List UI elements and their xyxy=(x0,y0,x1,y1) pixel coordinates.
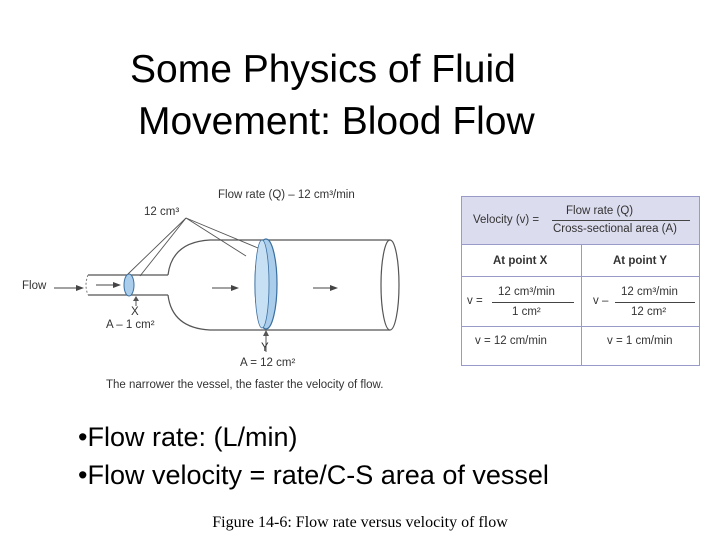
row-divider-1 xyxy=(462,276,699,277)
vessel-drawing xyxy=(54,217,400,352)
title-line-2: Movement: Blood Flow xyxy=(138,100,535,143)
point-x-label: X xyxy=(131,306,139,318)
y-numerator: 12 cm³/min xyxy=(621,286,678,298)
x-velocity-result: v = 12 cm/min xyxy=(475,335,547,347)
velocity-lhs: Velocity (v) = xyxy=(473,214,540,226)
vessel-diagram: Flow rate (Q) – 12 cm³/min 12 cm³ Flow X… xyxy=(0,180,460,400)
x-denominator: 1 cm² xyxy=(512,306,541,318)
area-x-label: A – 1 cm² xyxy=(106,319,155,331)
x-v-equals: v = xyxy=(467,295,483,307)
title-line-1: Some Physics of Fluid xyxy=(130,48,516,91)
volume-leader-x xyxy=(127,217,187,275)
y-fraction-line xyxy=(615,302,695,303)
column-divider xyxy=(581,244,582,365)
row-divider-2 xyxy=(462,326,699,327)
formula-denominator: Cross-sectional area (A) xyxy=(553,223,677,235)
wide-vessel-opening xyxy=(380,239,400,331)
column-header-x: At point X xyxy=(493,255,548,267)
narrow-vessel-opening xyxy=(85,274,89,296)
cross-section-disk-x xyxy=(123,273,135,297)
flow-rate-label: Flow rate (Q) – 12 cm³/min xyxy=(218,189,355,201)
volume-leader-y xyxy=(185,217,259,249)
x-fraction-line xyxy=(492,302,574,303)
bullet-flow-rate: •Flow rate: (L/min) xyxy=(78,422,298,452)
formula-numerator: Flow rate (Q) xyxy=(566,205,634,217)
volume-label: 12 cm³ xyxy=(144,206,180,218)
flow-label: Flow xyxy=(22,280,47,292)
figure-caption: Figure 14-6: Flow rate versus velocity o… xyxy=(212,514,508,531)
point-y-label: Y xyxy=(261,342,269,354)
area-y-label: A = 12 cm² xyxy=(240,357,296,369)
column-header-y: At point Y xyxy=(613,255,668,267)
formula-header xyxy=(462,197,699,245)
bullet-flow-velocity: •Flow velocity = rate/C-S area of vessel xyxy=(78,460,549,490)
y-velocity-result: v = 1 cm/min xyxy=(607,335,673,347)
y-v-equals: v – xyxy=(593,295,609,307)
velocity-formula-table: Velocity (v) = Flow rate (Q) Cross-secti… xyxy=(461,196,700,366)
diagram-caption: The narrower the vessel, the faster the … xyxy=(106,379,384,391)
wide-vessel-bottom-edge xyxy=(167,294,390,331)
y-denominator: 12 cm² xyxy=(631,306,667,318)
formula-fraction-line xyxy=(552,220,690,221)
wide-vessel-top-edge xyxy=(167,239,390,276)
x-numerator: 12 cm³/min xyxy=(498,286,555,298)
bullet-list: •Flow rate: (L/min) •Flow velocity = rat… xyxy=(78,418,549,494)
